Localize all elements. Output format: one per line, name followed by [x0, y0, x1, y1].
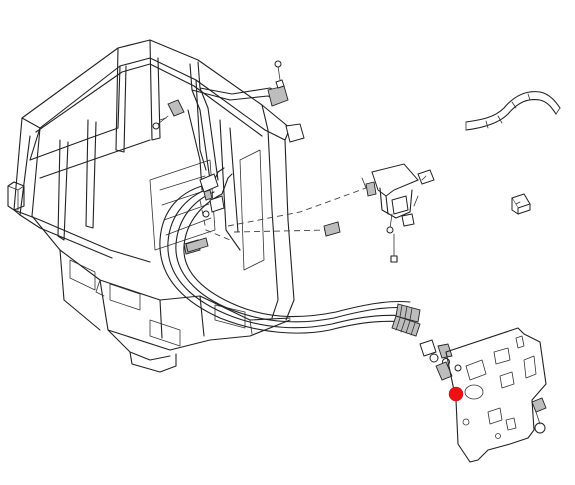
loose-fittings: [185, 195, 341, 253]
roof-pipe-routing: [152, 60, 305, 191]
connector-block: [511, 193, 531, 215]
rubber-hose: [465, 91, 561, 131]
highlight-marker: [448, 386, 464, 402]
assembly-leader-lines: [199, 187, 367, 241]
valve-bracket: [361, 163, 435, 263]
hose-assembly: [159, 167, 462, 381]
mounting-plate: [445, 327, 547, 463]
cab-frame: [7, 39, 295, 373]
